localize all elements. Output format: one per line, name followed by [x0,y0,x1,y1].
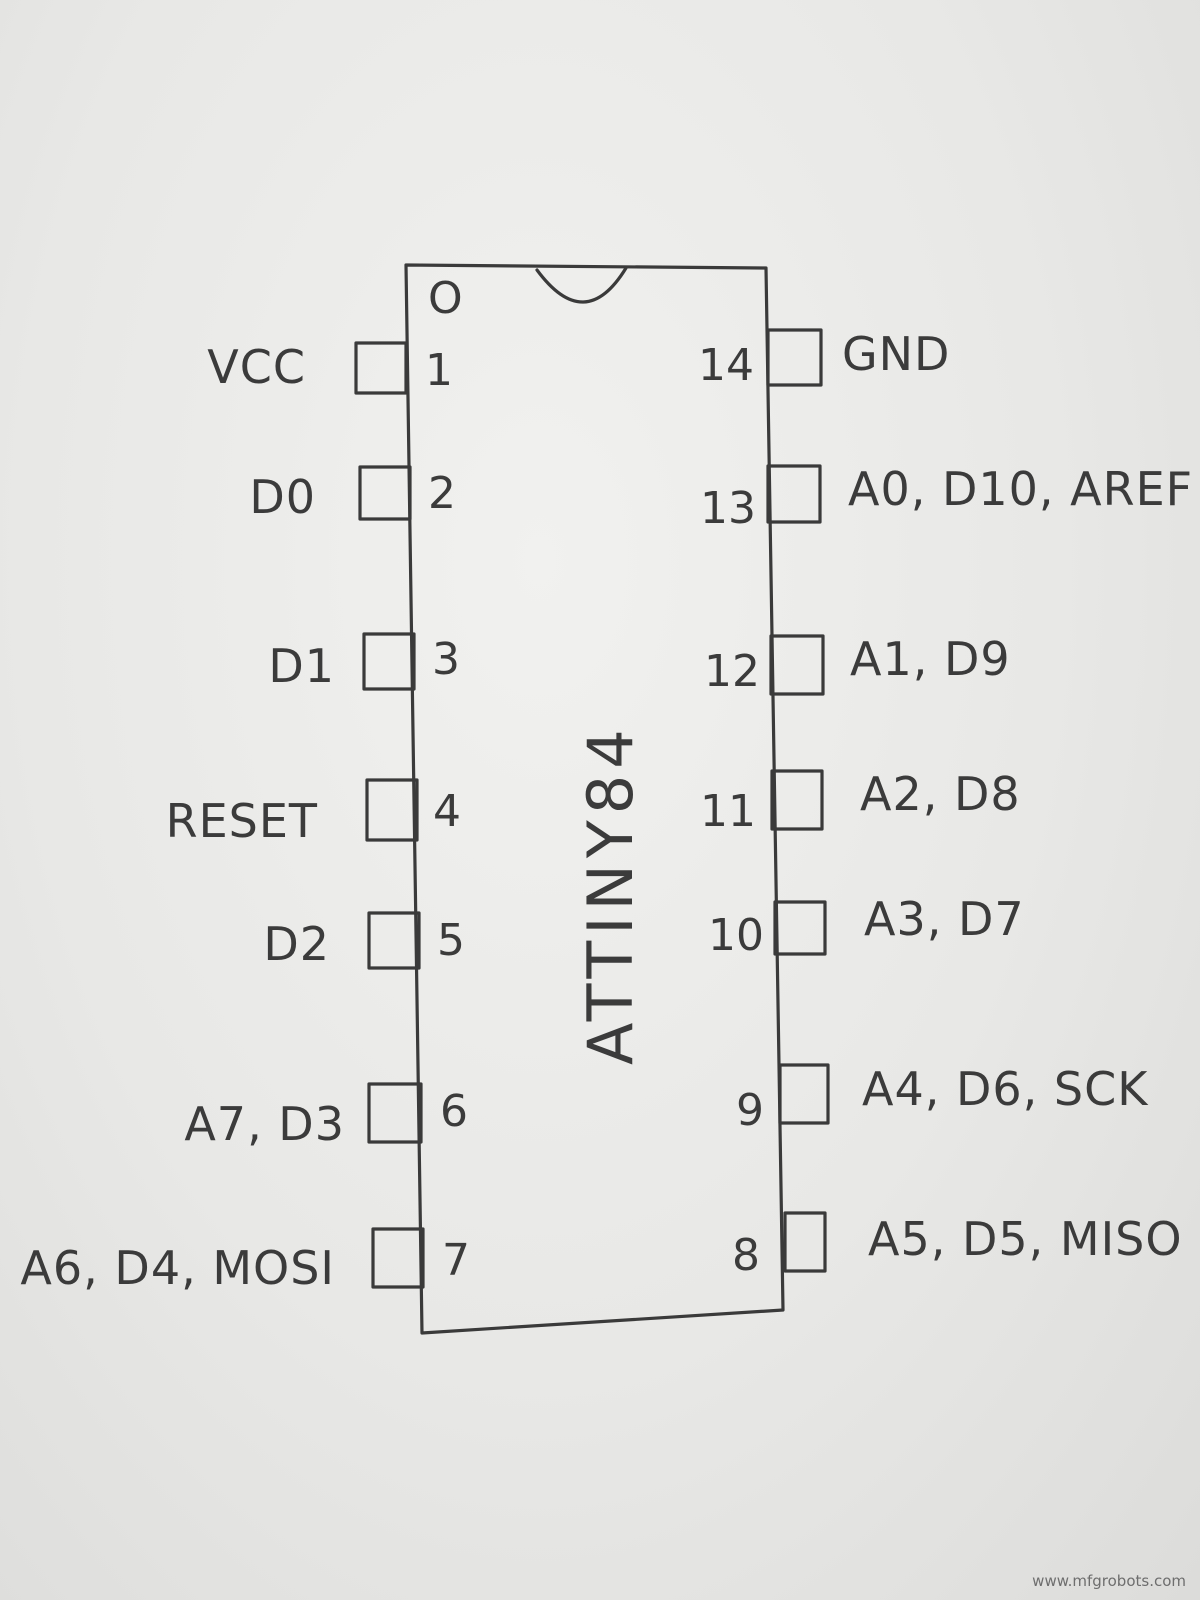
chip-notch [535,266,628,304]
pin-number: 12 [704,646,760,697]
left-pin-6: 6 A7, D3 [184,1082,468,1151]
pin-label: A5, D5, MISO [868,1212,1183,1266]
pin-label: A1, D9 [850,632,1011,686]
pin-number: 4 [433,786,461,837]
pin-label: A0, D10, AREF [848,462,1193,516]
pin-pad [769,634,825,696]
chip-name: ATTINY84 [574,723,647,1065]
left-pin-4: 4 RESET [166,778,461,848]
pin-number: 14 [698,340,754,391]
pin-label: A6, D4, MOSI [20,1241,335,1295]
pin-label: A3, D7 [864,892,1025,946]
pin-pad [354,341,408,395]
pin-label: RESET [166,794,318,848]
pin-number: 5 [437,915,465,966]
pin-label: A2, D8 [860,767,1021,821]
pin-pad [365,778,419,842]
pin-pad [367,911,421,970]
pin-pad [773,900,827,956]
pin-pad [367,1082,423,1144]
pin-pad [770,769,824,831]
right-pin-8: 8 A5, D5, MISO [732,1211,1183,1281]
pin-number: 2 [428,468,456,519]
pin1-marker: O [428,273,463,324]
right-pin-9: 9 A4, D6, SCK [736,1062,1149,1136]
pin-label: A7, D3 [184,1097,345,1151]
pin-label: VCC [207,340,306,394]
pin-number: 8 [732,1230,760,1281]
chip-body [404,263,785,1335]
left-pin-2: 2 D0 [249,465,456,524]
left-pin-3: 3 D1 [268,632,460,693]
watermark: www.mfgrobots.com [1032,1572,1186,1590]
pin-number: 9 [736,1085,764,1136]
right-pin-14: 14 GND [698,327,950,391]
pin-number: 3 [432,634,460,685]
pin-number: 7 [442,1235,470,1286]
left-pin-5: 5 D2 [263,911,465,971]
pin-label: D2 [263,917,330,971]
pin-pad [362,632,416,691]
pin-label: GND [842,327,950,381]
pin-number: 1 [425,345,453,396]
left-pin-1: 1 VCC [207,340,453,396]
right-pin-12: 12 A1, D9 [704,632,1011,697]
pin-pad [766,464,822,524]
pin-number: 11 [700,786,756,837]
pin-pad [358,465,412,521]
pin-pad [371,1227,425,1289]
right-pin-13: 13 A0, D10, AREF [700,462,1193,534]
pin-pad [778,1063,830,1125]
pin-number: 6 [440,1086,468,1137]
pin-label: D1 [268,639,335,693]
left-pin-7: 7 A6, D4, MOSI [20,1227,470,1295]
right-pin-10: 10 A3, D7 [708,892,1025,961]
pin-pad [766,328,823,387]
right-pin-11: 11 A2, D8 [700,767,1021,837]
pin-label: A4, D6, SCK [862,1062,1149,1116]
pin-number: 13 [700,483,756,534]
pin-number: 10 [708,910,764,961]
pin-label: D0 [249,470,316,524]
pin-pad [783,1211,827,1273]
